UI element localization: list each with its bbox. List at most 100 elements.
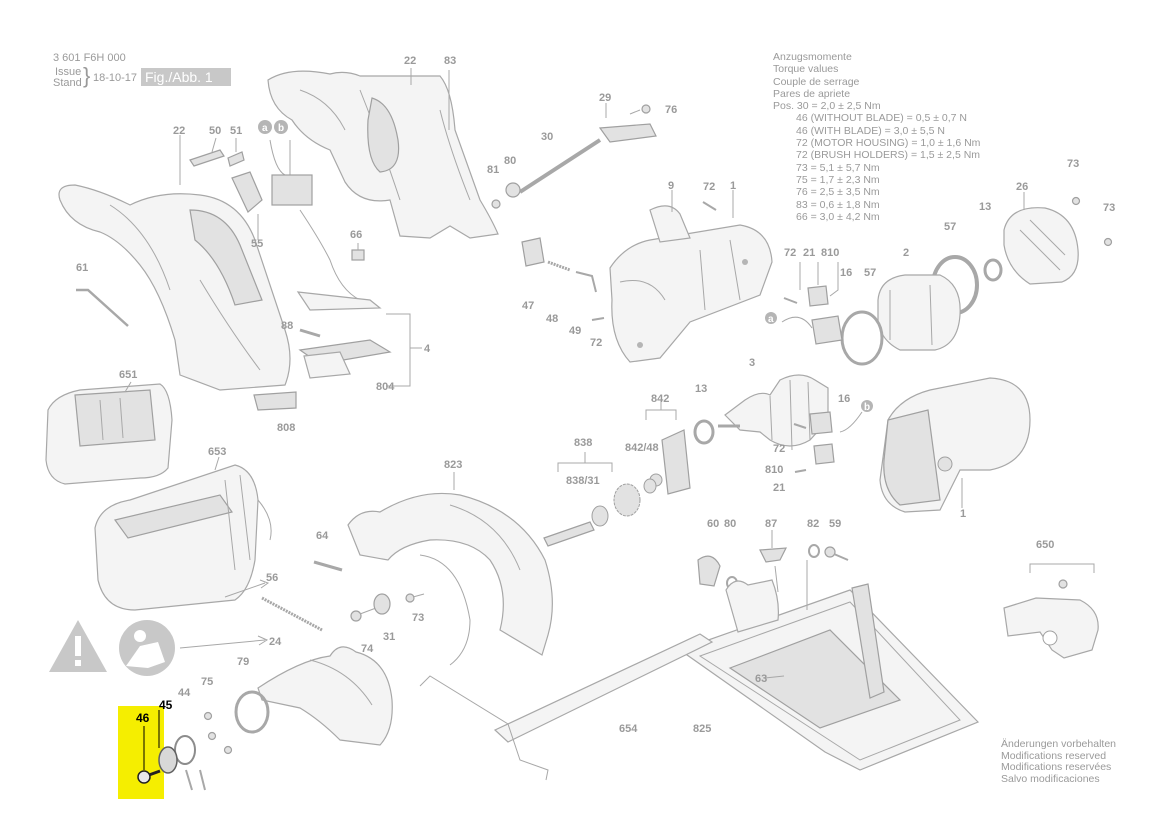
part-650[interactable]: [1003, 579, 1099, 659]
armature-3[interactable]: [718, 374, 829, 451]
part-46-highlight[interactable]: [118, 706, 164, 799]
callout-45: 45: [159, 698, 173, 712]
stator-2[interactable]: [877, 274, 961, 351]
handle-housing[interactable]: [267, 70, 499, 239]
issue-label: Issue: [55, 66, 82, 78]
callout-808: 808: [277, 422, 295, 434]
torque-title-de: Anzugsmomente: [773, 51, 852, 63]
callout-57: 57: [864, 267, 876, 279]
callout-650: 650: [1036, 539, 1054, 551]
upper-blade-guard[interactable]: [58, 184, 291, 391]
issue-date: 18-10-17: [93, 72, 138, 84]
blade-bolt-46[interactable]: [137, 769, 161, 784]
screw-73a[interactable]: [1071, 196, 1081, 206]
pin-64[interactable]: [313, 560, 343, 572]
torque-title-es: Pares de apriete: [773, 87, 851, 100]
callout-47: 47: [522, 300, 534, 312]
callout-57: 57: [944, 221, 956, 233]
callout-654: 654: [619, 723, 638, 735]
callout-1: 1: [730, 180, 736, 192]
callout-16: 16: [838, 393, 850, 405]
charger[interactable]: [94, 464, 272, 611]
callout-651: 651: [119, 369, 137, 381]
guard-cover-24[interactable]: [257, 646, 393, 746]
washer-82[interactable]: [808, 544, 820, 558]
figure-label: Fig./Abb. 1: [141, 68, 231, 86]
spindle-lock[interactable]: [491, 104, 657, 209]
knob-60[interactable]: [697, 555, 721, 587]
wing-nut-87[interactable]: [759, 530, 788, 563]
callout-842: 842: [651, 393, 669, 405]
washer-45[interactable]: [158, 746, 178, 774]
callout-810: 810: [821, 247, 839, 259]
stand-label: Stand: [53, 77, 82, 89]
screw-74[interactable]: [350, 607, 377, 622]
callout-74: 74: [361, 643, 374, 655]
gear-housing[interactable]: [609, 224, 773, 363]
note-line: Modifications reservées: [1001, 761, 1112, 773]
electronics-board[interactable]: [298, 328, 392, 379]
switch-module[interactable]: [258, 120, 382, 311]
callout-56: 56: [266, 572, 278, 584]
battery-pack[interactable]: [45, 383, 173, 485]
flange-44[interactable]: [174, 735, 196, 765]
parallel-guide[interactable]: [419, 633, 714, 781]
callout-82: 82: [807, 518, 819, 530]
callout-26: 26: [1016, 181, 1028, 193]
callout-72: 72: [590, 337, 602, 349]
bracket-842: [645, 400, 677, 420]
hex-key[interactable]: [76, 288, 129, 327]
torque-value: 73 = 5,1 ± 5,7 Nm: [796, 161, 880, 174]
callout-22: 22: [404, 55, 416, 67]
arrow-24: [179, 635, 269, 649]
switch-rod[interactable]: [189, 149, 245, 167]
bearing-13b[interactable]: [693, 419, 715, 445]
leader-50: [211, 137, 217, 153]
label-808[interactable]: [253, 391, 297, 411]
screw-72a[interactable]: [702, 201, 717, 211]
torque-title-fr: Couple de serrage: [773, 75, 860, 88]
callout-3: 3: [749, 357, 755, 369]
screw-73[interactable]: [405, 593, 425, 603]
screws-75[interactable]: [203, 711, 233, 755]
base-plate[interactable]: [678, 579, 980, 771]
shaft-parts-838[interactable]: [543, 478, 657, 547]
callout-b: b: [864, 402, 870, 413]
callout-b: b: [278, 123, 284, 134]
leader-653: [214, 456, 220, 471]
callout-80: 80: [504, 155, 516, 167]
clamp-66[interactable]: [351, 249, 365, 261]
brush-holder-upper[interactable]: [765, 262, 843, 345]
note-line: Änderungen vorbehalten: [1001, 738, 1117, 750]
bushing-31[interactable]: [373, 593, 391, 615]
lower-blade-guard[interactable]: [347, 492, 553, 666]
motor-housing[interactable]: [879, 377, 1031, 513]
brace-icon: }: [83, 63, 91, 88]
torque-value: Pos. 30 = 2,0 ± 2,5 Nm: [773, 100, 881, 113]
fan-housing-26[interactable]: [1003, 207, 1079, 285]
bearing-13a[interactable]: [983, 258, 1003, 282]
callout-labels: 22 83 22 50 51 a b 29 76 30 81 80 9 72 1…: [76, 55, 1115, 735]
torque-value: 46 (WITHOUT BLADE) = 0,5 ± 0,7 N: [796, 112, 967, 125]
gear-cover-9[interactable]: [649, 205, 691, 243]
lock-button[interactable]: [231, 171, 263, 213]
callout-73: 73: [412, 612, 424, 624]
brush-holder-lower[interactable]: [793, 400, 873, 473]
torque-value: 76 = 2,5 ± 3,5 Nm: [796, 186, 880, 199]
callout-73: 73: [1103, 202, 1115, 214]
callout-810: 810: [765, 464, 783, 476]
ring-79[interactable]: [234, 690, 270, 734]
callout-804: 804: [376, 381, 395, 393]
brush-switch-parts[interactable]: [521, 237, 605, 321]
screw-59[interactable]: [824, 546, 849, 561]
bracket-4: [386, 313, 422, 387]
callout-59: 59: [829, 518, 841, 530]
callout-1: 1: [960, 508, 966, 520]
ring-57b[interactable]: [840, 310, 884, 366]
screw-73b[interactable]: [1103, 237, 1113, 247]
spring-rod-56[interactable]: [261, 596, 323, 632]
callout-88: 88: [281, 320, 293, 332]
callout-46: 46: [136, 711, 150, 725]
callout-842-48: 842/48: [625, 442, 659, 454]
